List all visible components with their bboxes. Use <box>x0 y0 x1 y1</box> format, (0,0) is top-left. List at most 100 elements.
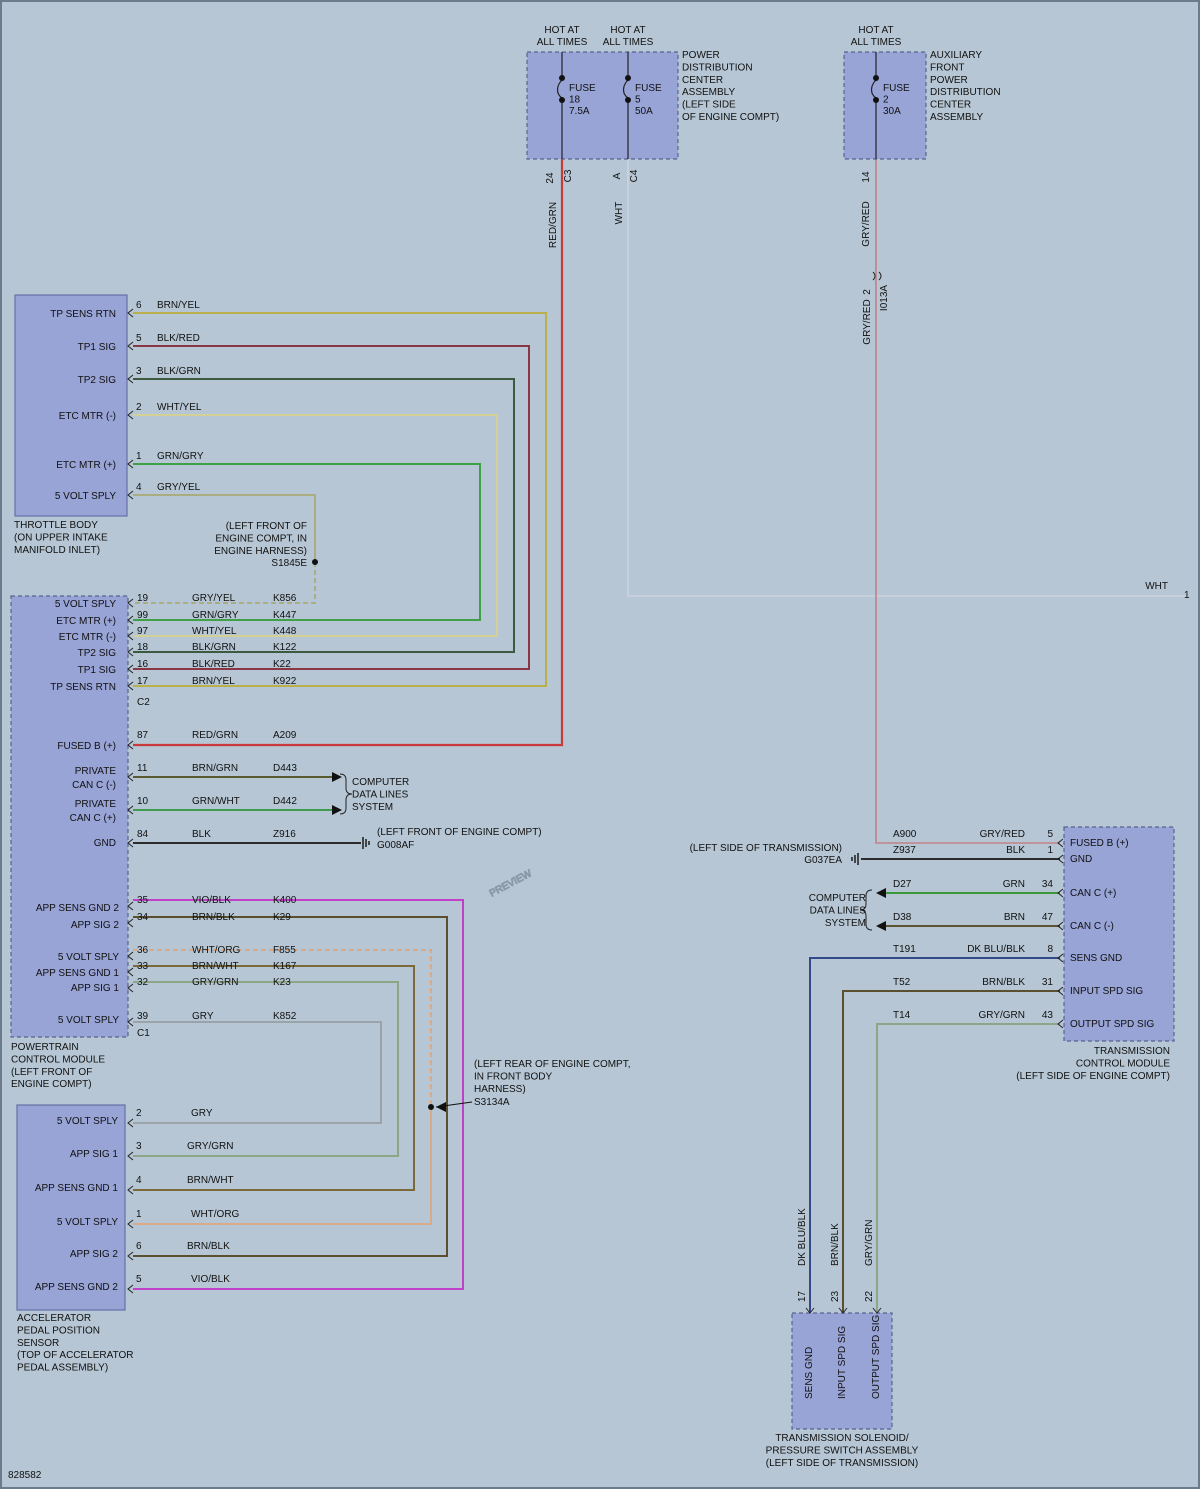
hot-at-all-times-label: HOT AT <box>544 25 579 36</box>
wire-color-label: BRN/WHT <box>187 1175 234 1186</box>
ground-g008af-icon <box>362 837 370 849</box>
pin-label: 6 <box>136 300 142 311</box>
pcm-box <box>10 595 129 1038</box>
app-pin-name: APP SENS GND 1 <box>35 1183 119 1194</box>
pcm-pin-name: ETC MTR (-) <box>59 632 116 643</box>
throttle-body-box <box>14 294 128 517</box>
wire-color-label: BLK/GRN <box>157 366 201 377</box>
pin-label: 19 <box>137 593 149 604</box>
solenoid-box <box>791 1312 893 1430</box>
circuit-label: F855 <box>273 945 296 956</box>
pin-label: 1 <box>1047 845 1053 856</box>
wire-color-label: BRN/BLK <box>982 977 1025 988</box>
wire-color-label: GRY/GRN <box>192 977 239 988</box>
pin-terminal <box>805 1307 815 1314</box>
wire-brn-yel <box>133 312 547 687</box>
wire-gry <box>133 1021 382 1124</box>
pin-label: 4 <box>136 482 142 493</box>
pin-label: 8 <box>1047 944 1053 955</box>
ground-g037ea-icon <box>851 853 859 865</box>
wire-color-label: BRN/BLK <box>192 912 235 923</box>
inline-connector-icon <box>872 271 882 281</box>
throttle-pin-name: ETC MTR (+) <box>56 460 116 471</box>
ground-id-label: G008AF <box>377 840 414 851</box>
wire-color-label: GRN/GRY <box>157 451 204 462</box>
circuit-label: K122 <box>273 642 297 653</box>
pin-terminal <box>127 1219 134 1229</box>
wire-gry-grn <box>133 981 399 1157</box>
pin-label: A <box>612 172 623 179</box>
wire-color-label: DK BLU/BLK <box>967 944 1025 955</box>
pin-label: 36 <box>137 945 149 956</box>
circuit-label: Z916 <box>273 829 296 840</box>
pin-label: 35 <box>137 895 149 906</box>
pin-terminal <box>1057 838 1064 848</box>
preview-watermark: PREVIEW <box>488 868 534 900</box>
wire-color-label: WHT <box>614 202 625 225</box>
splice-label: HARNESS) <box>474 1084 526 1095</box>
pdc-label: POWER <box>682 50 720 61</box>
wire-color-label: BRN/YEL <box>192 676 235 687</box>
fuse-terminal <box>559 75 565 81</box>
pin-terminal <box>127 918 134 928</box>
circuit-label: T14 <box>893 1010 911 1021</box>
pin-terminal <box>127 772 134 782</box>
hot-at-all-times-label: ALL TIMES <box>851 37 902 48</box>
wire-color-label: GRN/GRY <box>192 610 239 621</box>
circuit-label: A209 <box>273 730 297 741</box>
pin-label: 31 <box>1042 977 1054 988</box>
wire-color-label: VIO/BLK <box>191 1274 230 1285</box>
fuse-18-label: 18 <box>569 95 581 106</box>
splice-label: (LEFT FRONT OF <box>226 521 307 532</box>
wire-gry-yel <box>133 494 316 562</box>
circuit-label: D38 <box>893 912 912 923</box>
circuit-label: Z937 <box>893 845 916 856</box>
pin-terminal <box>1057 921 1064 931</box>
data-lines-label: DATA LINES <box>810 905 867 916</box>
connector-label: C2 <box>137 697 150 708</box>
circuit-label: T52 <box>893 977 911 988</box>
pcm-pin-name: 5 VOLT SPLY <box>55 599 116 610</box>
pin-label: 18 <box>137 642 149 653</box>
splice-label: ENGINE COMPT, IN <box>215 533 307 544</box>
wire-color-label: WHT/YEL <box>157 402 202 413</box>
pin-label: 4 <box>136 1175 142 1186</box>
circuit-label: K922 <box>273 676 297 687</box>
pcm-pin-name: 5 VOLT SPLY <box>58 952 119 963</box>
aux-pdc-label: POWER <box>930 75 968 86</box>
tcm-pin-name: SENS GND <box>1070 953 1122 964</box>
wire-color-label: GRY/GRN <box>864 1220 875 1267</box>
fuse-terminal <box>873 75 879 81</box>
pcm-pin-name: CAN C (+) <box>70 813 116 824</box>
wire-color-label: BRN/GRN <box>192 763 238 774</box>
pdc-label: ASSEMBLY <box>682 87 735 98</box>
splice-label: IN FRONT BODY <box>474 1071 552 1082</box>
pin-label: 97 <box>137 626 149 637</box>
ground-label: (LEFT FRONT OF ENGINE COMPT) <box>377 827 542 838</box>
pin-terminal <box>127 410 134 420</box>
wire-color-label: WHT/ORG <box>191 1209 240 1220</box>
wire-color-label: GRY <box>191 1108 213 1119</box>
pcm-pin-name: TP2 SIG <box>78 648 117 659</box>
app-pin-name: APP SIG 2 <box>70 1249 119 1260</box>
pcm-pin-name: TP SENS RTN <box>50 682 116 693</box>
pin-terminal <box>127 838 134 848</box>
pdc-label: DISTRIBUTION <box>682 62 753 73</box>
wire-color-label: WHT <box>1145 581 1168 592</box>
app-sensor-label: PEDAL ASSEMBLY) <box>17 1363 108 1374</box>
pcm-label: POWERTRAIN <box>11 1042 79 1053</box>
hot-at-all-times-label: ALL TIMES <box>537 37 588 48</box>
wire-gry-red <box>875 159 1060 844</box>
aux-pdc-label: FRONT <box>930 62 964 73</box>
wire-color-label: BLK/RED <box>192 659 235 670</box>
wire-color-label: BLK/RED <box>157 333 200 344</box>
solenoid-pin-name: SENS GND <box>804 1347 815 1399</box>
arrow-left-icon <box>876 888 886 898</box>
fuse-5-label: FUSE <box>635 83 662 94</box>
pcm-pin-name: TP1 SIG <box>78 665 117 676</box>
wire-color-label: GRY/RED <box>980 829 1025 840</box>
pin-label: 5 <box>136 333 142 344</box>
app-sensor-label: ACCELERATOR <box>17 1313 91 1324</box>
circuit-label: K400 <box>273 895 297 906</box>
